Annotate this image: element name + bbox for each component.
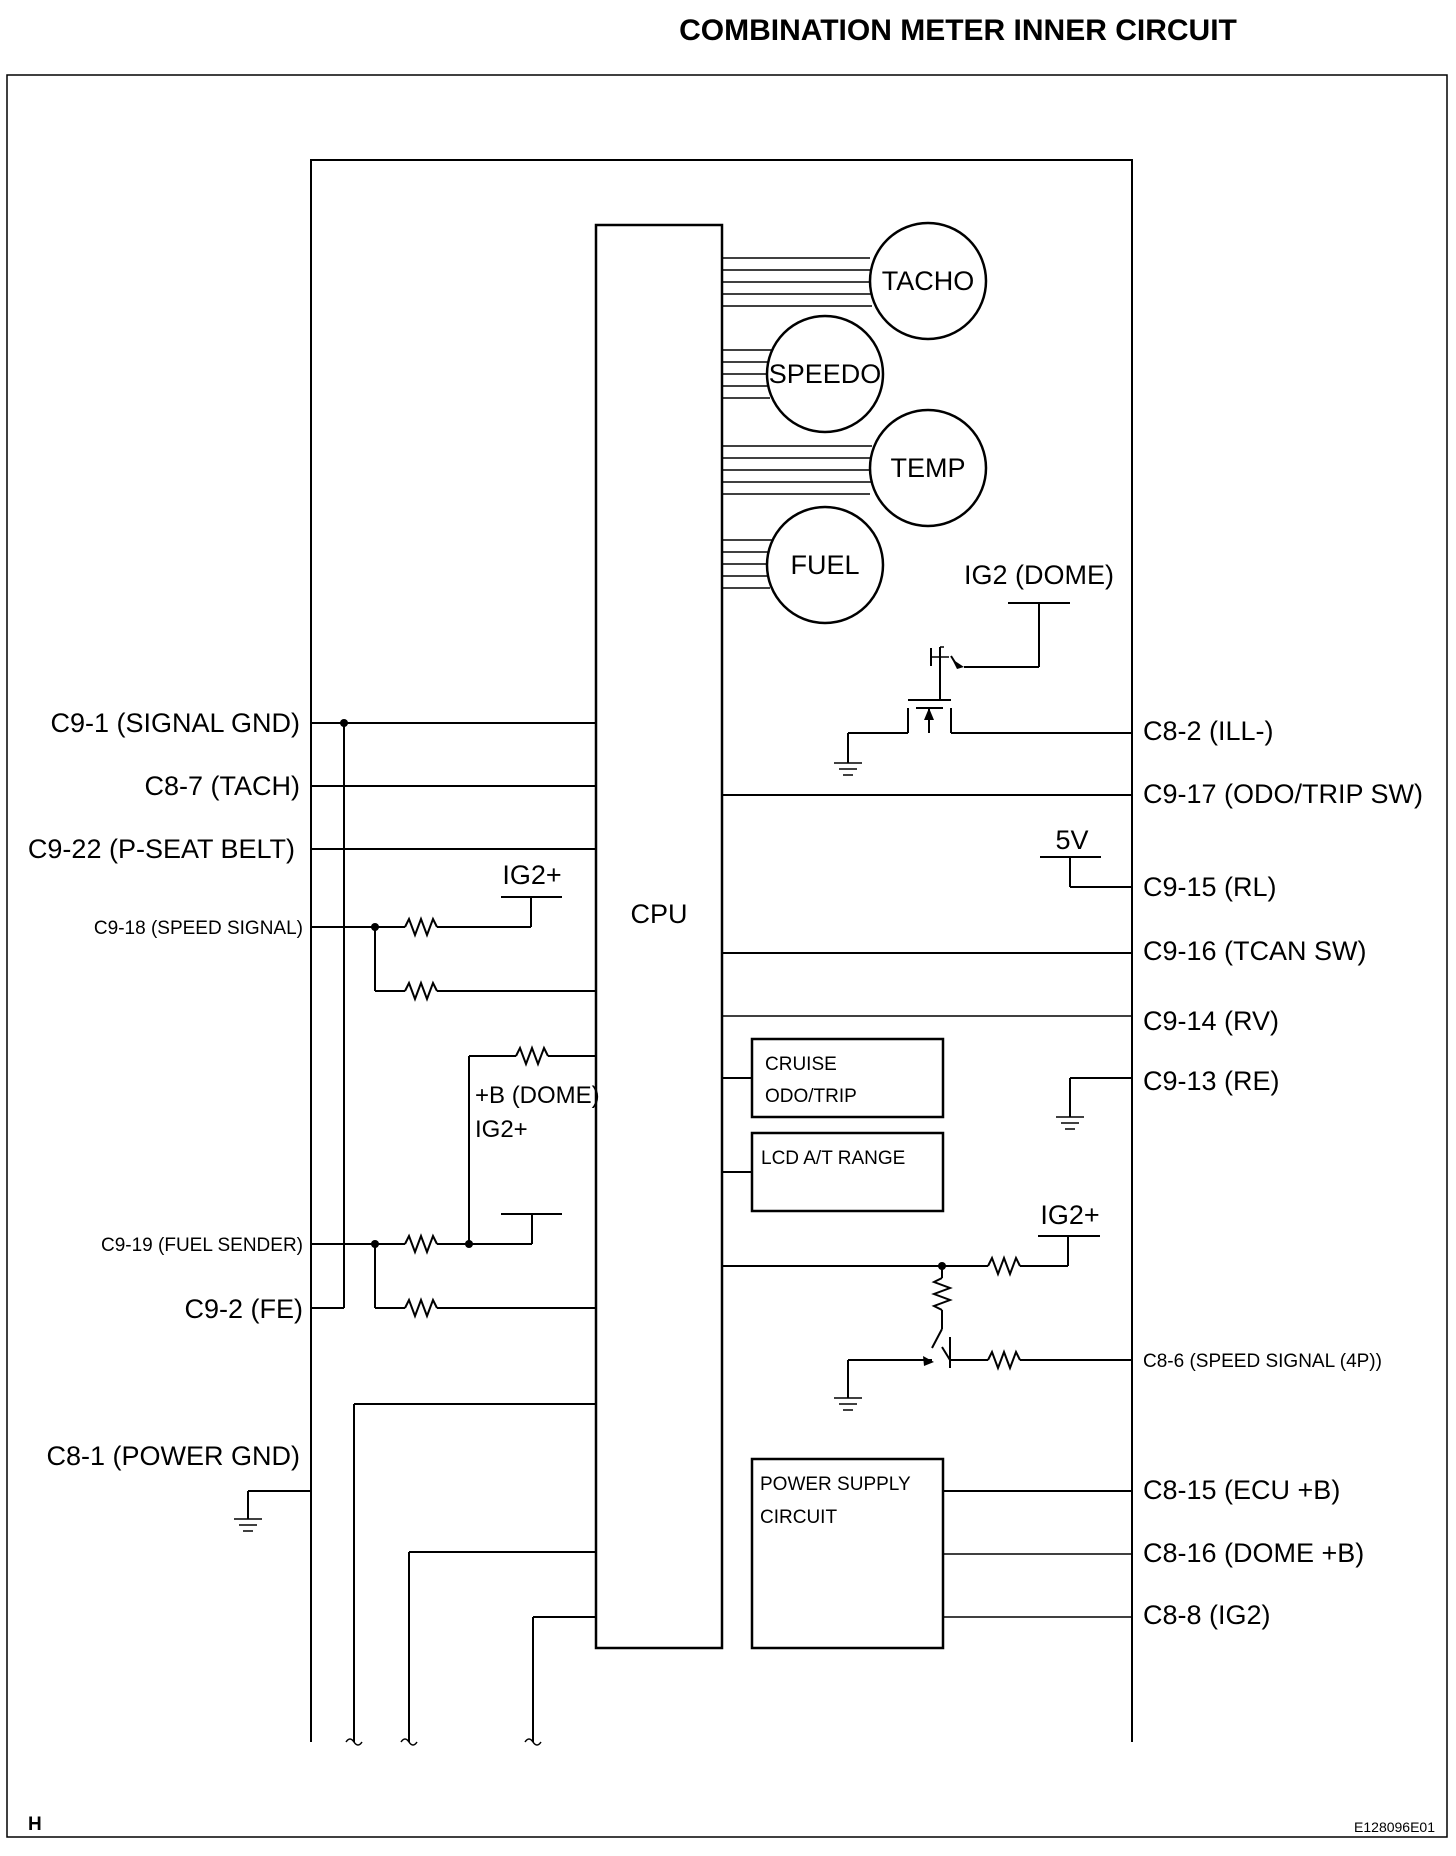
- lcd-label: LCD A/T RANGE: [761, 1148, 905, 1169]
- power-supply-label: POWER SUPPLY: [760, 1474, 911, 1495]
- terminal-c9-17: C9-17 (ODO/TRIP SW): [1143, 779, 1423, 809]
- speedo-gauge: SPEEDO: [765, 314, 885, 434]
- terminal-c9-22: C9-22 (P-SEAT BELT): [28, 834, 295, 864]
- terminal-c8-6: C8-6 (SPEED SIGNAL (4P)): [1143, 1351, 1382, 1372]
- temp-gauge: TEMP: [868, 408, 988, 528]
- terminal-c8-2: C8-2 (ILL-): [1143, 716, 1274, 746]
- meter-enclosure: [310, 159, 1133, 1742]
- tacho-label: TACHO: [882, 266, 975, 296]
- corner-mark: H: [28, 1814, 42, 1835]
- rl-5v-wire: [1040, 856, 1132, 888]
- ig2-plus-left-label: IG2+: [502, 860, 561, 890]
- terminal-c9-1: C9-1 (SIGNAL GND): [50, 708, 300, 738]
- fuel-gauge: FUEL: [765, 505, 885, 625]
- speedo-label: SPEEDO: [769, 359, 882, 389]
- terminal-c9-14: C9-14 (RV): [1143, 1006, 1279, 1036]
- terminal-c8-15: C8-15 (ECU +B): [1143, 1475, 1340, 1505]
- temp-label: TEMP: [890, 453, 965, 483]
- tacho-gauge: TACHO: [868, 221, 988, 341]
- lcd-block: LCD A/T RANGE: [722, 1131, 945, 1213]
- terminal-c8-16: C8-16 (DOME +B): [1143, 1538, 1364, 1568]
- gauge-wires: [722, 257, 872, 589]
- speed-signal-output-network: [722, 1235, 1132, 1411]
- diagram-title: COMBINATION METER INNER CIRCUIT: [679, 14, 1237, 47]
- terminal-c9-16: C9-16 (TCAN SW): [1143, 936, 1367, 966]
- cruise-label: CRUISE: [765, 1054, 837, 1075]
- ig2-dome-label: IG2 (DOME): [964, 560, 1114, 590]
- terminal-c8-1: C8-1 (POWER GND): [46, 1441, 300, 1471]
- odo-trip-label: ODO/TRIP: [765, 1086, 857, 1107]
- speed-signal-input-network: [311, 896, 596, 1002]
- cpu-lower-wires: [345, 1403, 596, 1746]
- cpu-block: [594, 223, 724, 1650]
- ig2-plus-fuel-label: IG2+: [475, 1116, 528, 1143]
- terminal-c8-8: C8-8 (IG2): [1143, 1600, 1271, 1630]
- terminal-c9-18: C9-18 (SPEED SIGNAL): [94, 918, 303, 939]
- cruise-block: CRUISE ODO/TRIP: [722, 1037, 945, 1119]
- power-supply-block: POWER SUPPLY CIRCUIT: [750, 1457, 1132, 1650]
- terminal-c9-13: C9-13 (RE): [1143, 1066, 1280, 1096]
- outer-frame: [6, 74, 1448, 1838]
- power-ground-wire: [233, 1490, 311, 1532]
- re-ground-wire: [1055, 1077, 1132, 1130]
- circuit-label: CIRCUIT: [760, 1507, 837, 1528]
- fuel-sender-input-network: [311, 1045, 596, 1319]
- figure-id: E128096E01: [1354, 1819, 1435, 1835]
- b-dome-label: +B (DOME): [475, 1082, 600, 1109]
- cpu-label: CPU: [630, 899, 687, 929]
- terminal-c9-19: C9-19 (FUEL SENDER): [101, 1235, 303, 1256]
- terminal-c9-2: C9-2 (FE): [184, 1294, 303, 1324]
- terminal-c9-15: C9-15 (RL): [1143, 872, 1277, 902]
- ig2-plus-right-label: IG2+: [1040, 1200, 1099, 1230]
- 5v-label: 5V: [1055, 825, 1088, 855]
- fuel-label: FUEL: [790, 550, 859, 580]
- terminal-c8-7: C8-7 (TACH): [144, 771, 300, 801]
- illumination-driver: [833, 602, 1132, 776]
